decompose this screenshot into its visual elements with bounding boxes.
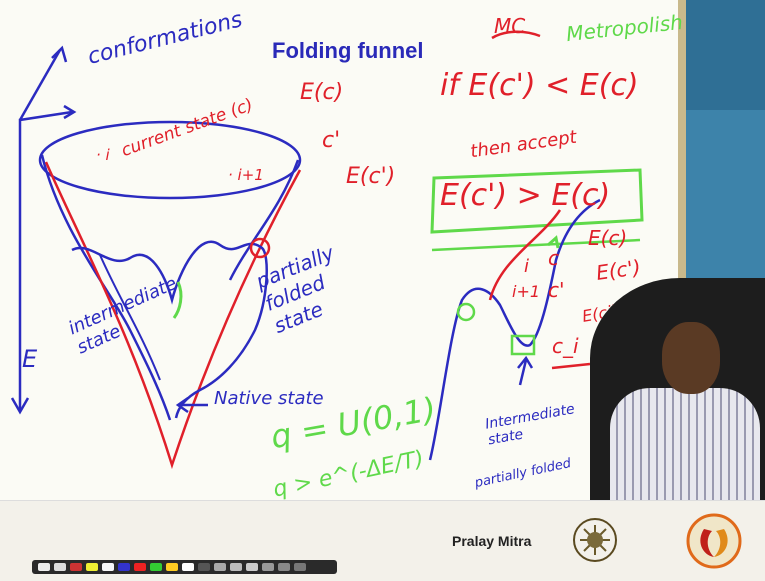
label-c-right: c [548,246,559,270]
pen-green-icon[interactable] [150,563,162,571]
annotation-toolbar[interactable] [32,560,337,574]
pen-yellow-icon[interactable] [166,563,178,571]
lecture-slide: Folding funnel conformations current sta… [10,0,765,500]
label-c-i-right: c_i [552,334,579,358]
label-c-prime-right: c' [548,278,565,302]
presenter-video [590,278,765,500]
label-if-condition: if E(c') < E(c) [440,68,639,103]
label-i-plus-1-right: i+1 [512,282,541,301]
pen-black-icon[interactable] [198,563,210,571]
handwritten-drawing [10,30,644,470]
presenter-name: Pralay Mitra [452,533,532,549]
pen-icon[interactable] [70,563,82,571]
more-icon[interactable] [294,563,306,571]
label-boxed-condition: E(c') > E(c) [440,178,611,213]
text-icon[interactable] [246,563,258,571]
label-i: · i [96,146,110,164]
pen-blue-icon[interactable] [118,563,130,571]
label-E-c: E(c) [300,80,344,105]
eraser-icon[interactable] [102,563,114,571]
label-MC: MC [494,14,526,38]
institute-logo-icon [573,518,617,562]
label-i-right: i [524,256,530,277]
next-arrow-icon[interactable] [38,563,50,571]
line-icon[interactable] [214,563,226,571]
undo-icon[interactable] [262,563,274,571]
pen-white-icon[interactable] [182,563,194,571]
label-E-c-right: E(c) [588,226,628,250]
prev-arrow-icon[interactable] [54,563,66,571]
label-i-plus-1: · i+1 [228,166,264,184]
slide-title: Folding funnel [272,38,424,63]
label-E-c-prime: E(c') [346,164,396,189]
redo-icon[interactable] [278,563,290,571]
label-c-prime: c' [322,128,341,153]
pen-red-icon[interactable] [134,563,146,571]
label-native-state: Native state [214,388,324,409]
nptel-logo-icon [686,513,742,569]
shape-icon[interactable] [230,563,242,571]
highlighter-icon[interactable] [86,563,98,571]
axis-label-E: E [22,345,38,373]
